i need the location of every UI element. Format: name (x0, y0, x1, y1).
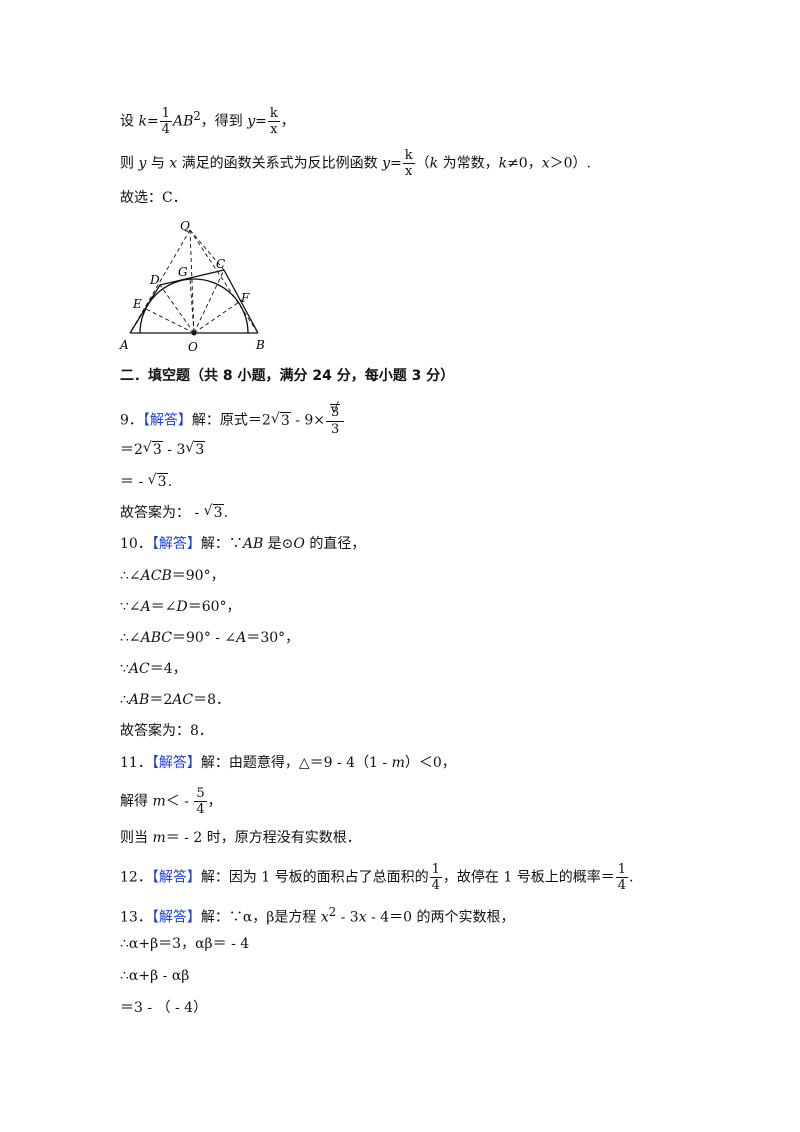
var-ab: AB (172, 113, 194, 130)
dashed-og (189, 278, 195, 334)
label-f: F (240, 291, 250, 305)
q10-answer: 故答案为：8． (120, 723, 213, 739)
center-point-o (191, 330, 197, 336)
var-k: k (138, 113, 147, 130)
text: = (146, 113, 159, 130)
text: = (255, 113, 267, 130)
section-heading: 二．填空题（共 8 小题，满分 24 分，每小题 3 分） (120, 368, 455, 384)
var-y: y (247, 113, 256, 130)
label-c: C (216, 257, 225, 271)
q11-line-3: 则当 m＝ - 2 时，原方程没有实数根． (120, 830, 361, 846)
q10-line-2: ∴∠ACB＝90°， (120, 568, 225, 584)
dashed-qb (189, 229, 259, 334)
dashed-od (159, 284, 195, 334)
q10-line-1: 10．【解答】解：∵AB 是⊙O 的直径， (120, 536, 366, 552)
text: 设 (120, 113, 139, 130)
q9-answer: 故答案为： - √3. (120, 503, 229, 521)
segment-cb (223, 269, 259, 334)
q9-line-2: ＝2√3 - 3√3 (120, 440, 206, 458)
exponent: 2 (193, 109, 201, 123)
text: ，得到 (200, 113, 248, 130)
answer-tag: 【解答】 (151, 755, 201, 771)
dashed-qc (189, 229, 225, 271)
label-d: D (149, 273, 160, 287)
dashed-of (193, 299, 243, 334)
answer-tag: 【解答】 (142, 412, 192, 429)
q13-line-2: ∴α+β＝3，αβ＝ - 4 (120, 936, 250, 952)
q10-line-3: ∵∠A＝∠D＝60°， (120, 599, 241, 615)
answer-tag: 【解答】 (151, 536, 201, 552)
geometry-figure: Q C D G E F A O B (119, 219, 265, 354)
q10-line-6: ∴AB＝2AC＝8． (120, 692, 230, 708)
label-a: A (119, 338, 129, 352)
answer-tag: 【解答】 (151, 909, 201, 926)
segment-ad (129, 284, 161, 334)
dashed-oc (193, 269, 225, 334)
dashed-qo (189, 229, 195, 334)
dashed-oe (143, 307, 195, 334)
dashed-qa (129, 229, 191, 334)
q10-line-4: ∴∠ABC＝90° - ∠A＝30°， (120, 630, 300, 646)
q10-line-5: ∵AC＝4， (120, 661, 187, 677)
q13-line-1: 13．【解答】解：∵α，β是方程 x2 - 3x - 4＝0 的两个实数根， (120, 905, 515, 926)
answer-choice-line: 故选：C． (120, 190, 187, 206)
segment-dc (159, 269, 225, 286)
text: ， (280, 113, 295, 130)
q9-line-3: ＝ - √3. (120, 472, 173, 490)
q13-line-4: ＝3 - （ - 4） (120, 1000, 208, 1016)
q11-line-1: 11．【解答】解：由题意得，△＝9 - 4（1 - m）＜0， (120, 755, 456, 771)
label-q: Q (180, 219, 190, 233)
q13-line-3: ∴α+β - αβ (120, 968, 190, 984)
answer-tag: 【解答】 (151, 869, 201, 886)
label-g: G (178, 265, 188, 279)
label-b: B (255, 338, 265, 352)
label-o: O (188, 340, 198, 354)
label-e: E (132, 297, 142, 311)
sqrt: √3 (270, 410, 291, 429)
